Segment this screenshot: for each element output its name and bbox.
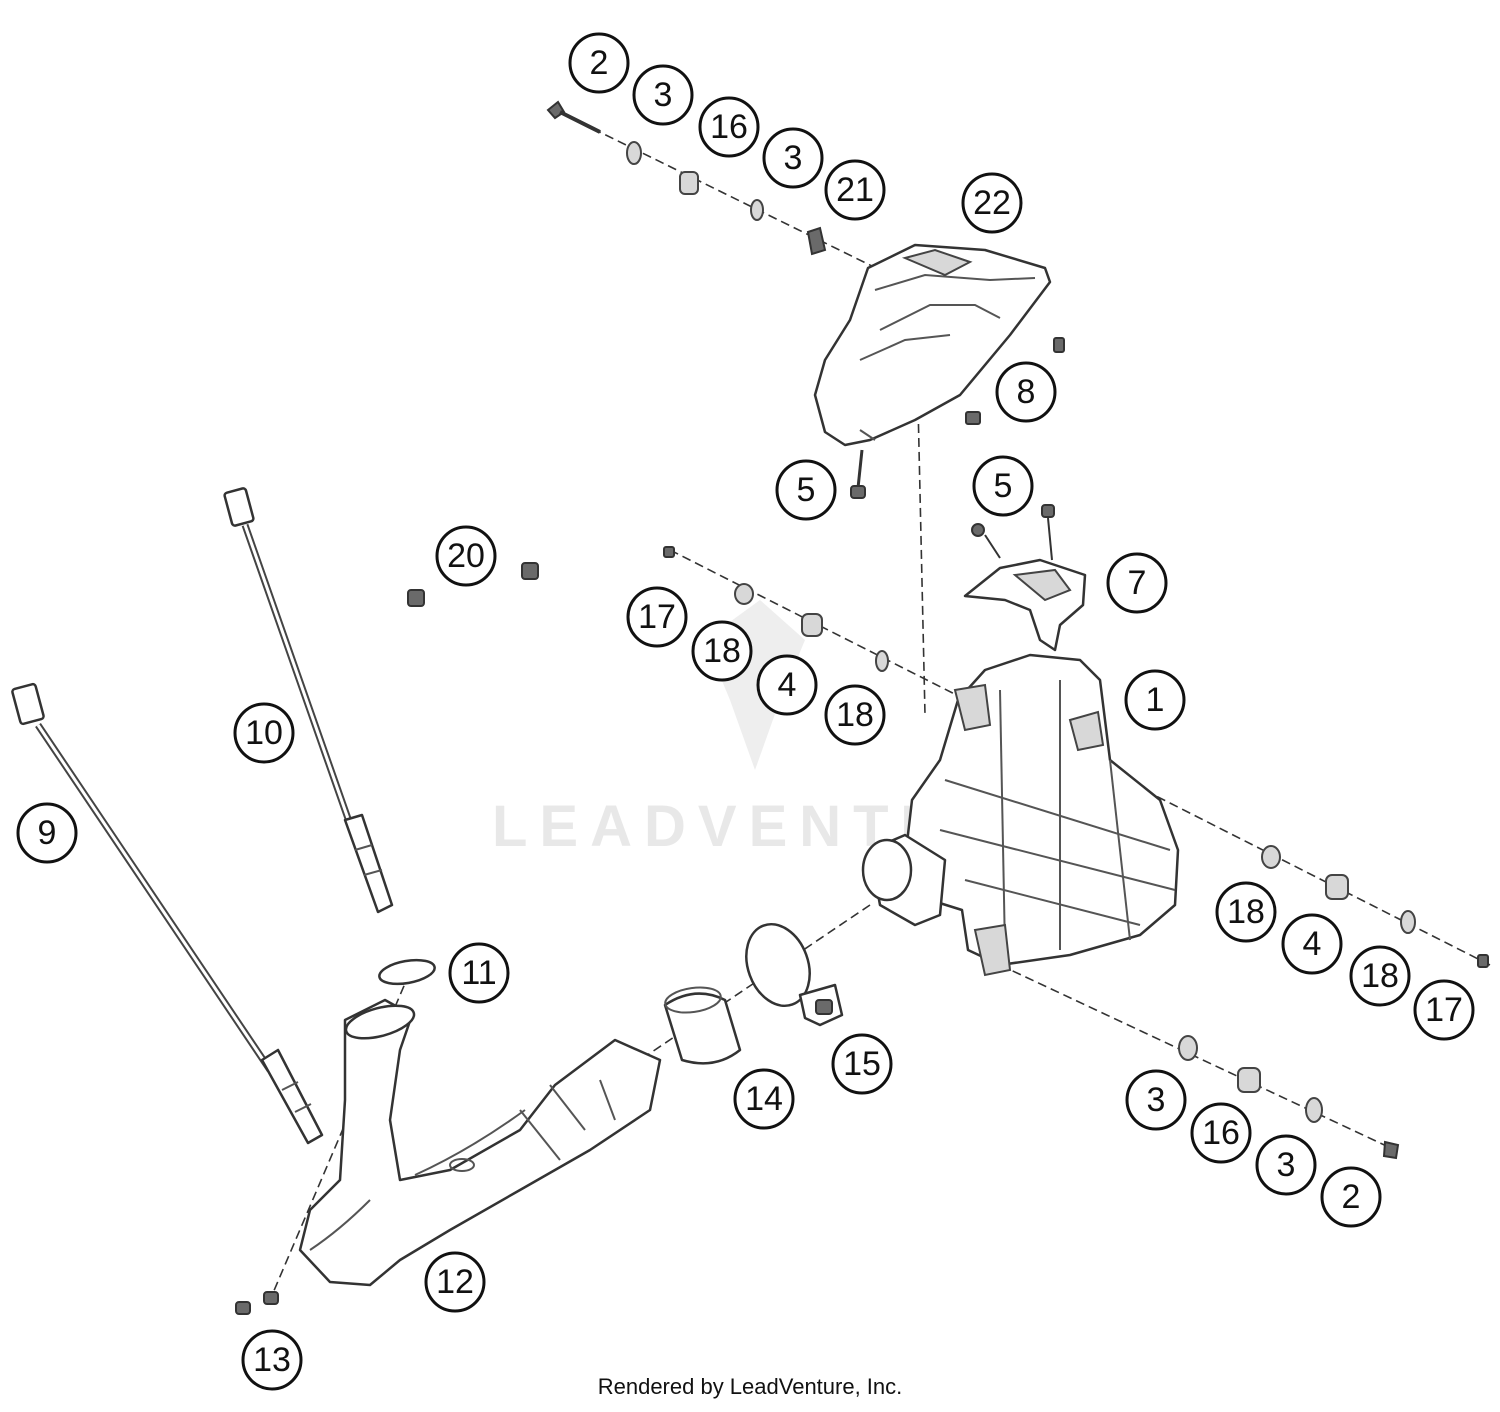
callout: 21 [824,159,886,221]
callout: 13 [241,1329,303,1391]
upper-bolt-set[interactable] [546,100,827,256]
callout-label: 14 [745,1080,783,1118]
callout-label: 16 [710,108,748,146]
callout-label: 16 [1202,1114,1240,1152]
callout: 3 [632,64,694,126]
callout: 12 [424,1251,486,1313]
callout-label: 15 [843,1045,881,1083]
callout: 5 [775,459,837,521]
sensor-upper[interactable] [223,487,394,914]
callout-label: 10 [245,714,283,752]
callout: 11 [448,942,510,1004]
callout: 4 [1281,913,1343,975]
callout-label: 12 [436,1263,474,1301]
callout: 20 [435,525,497,587]
callout: 2 [1320,1166,1382,1228]
bracket[interactable] [963,558,1087,652]
callout: 15 [831,1033,893,1095]
callout: 7 [1106,552,1168,614]
sensor-lower[interactable] [11,682,324,1145]
callout: 8 [995,361,1057,423]
nut-parts[interactable] [407,562,539,607]
callout-label: 9 [38,814,57,852]
callout-label: 22 [973,184,1011,222]
callout-label: 1 [1146,681,1165,719]
callout: 3 [1255,1134,1317,1196]
callout-label: 20 [447,537,485,575]
header-pipe[interactable] [298,998,662,1287]
callout-label: 5 [994,467,1013,505]
callout-label: 4 [1303,925,1322,963]
callout-label: 3 [784,139,803,177]
callout-label: 18 [836,696,874,734]
gasket-ring[interactable] [378,956,437,987]
clamp[interactable] [735,915,844,1027]
callout: 5 [972,455,1034,517]
callout: 4 [756,654,818,716]
callout-label: 18 [1227,893,1265,931]
callout-label: 13 [253,1341,291,1379]
callout-label: 18 [1361,957,1399,995]
callout: 17 [1413,979,1475,1041]
callout: 17 [626,586,688,648]
callout-label: 4 [778,666,797,704]
lower-bolt-set[interactable] [1178,1035,1400,1160]
callout: 22 [961,172,1023,234]
callout-label: 5 [797,471,816,509]
callout-label: 18 [703,632,741,670]
header-nuts[interactable] [235,1291,279,1315]
sleeve[interactable] [663,984,742,1065]
callout-label: 3 [1277,1146,1296,1184]
callout: 14 [733,1068,795,1130]
callout: 10 [233,702,295,764]
callout-label: 17 [1425,991,1463,1029]
callout-label: 8 [1017,373,1036,411]
callout: 16 [1190,1102,1252,1164]
heat-shield[interactable] [813,243,1052,447]
clip-parts[interactable] [965,337,1065,425]
callout-label: 3 [654,76,673,114]
middle-bolt-set[interactable] [663,546,889,672]
callout-label: 2 [1342,1178,1361,1216]
callout: 16 [698,96,760,158]
callout-label: 17 [638,598,676,636]
right-bolt-set[interactable] [1261,845,1489,968]
callout: 1 [1124,669,1186,731]
callout-label: 2 [590,44,609,82]
muffler[interactable] [861,653,1180,977]
callout: 18 [1349,945,1411,1007]
callout: 18 [691,620,753,682]
callout-label: 7 [1128,564,1147,602]
callout-label: 11 [461,954,496,992]
callout-label: 21 [836,171,874,209]
screw-parts[interactable] [850,449,1055,561]
footer-credit: Rendered by LeadVenture, Inc. [597,1374,903,1399]
callout: 3 [1125,1069,1187,1131]
callout-label: 3 [1147,1081,1166,1119]
callout: 18 [1215,881,1277,943]
callout: 2 [568,32,630,94]
callout: 18 [824,684,886,746]
callout: 9 [16,802,78,864]
callout: 3 [762,127,824,189]
